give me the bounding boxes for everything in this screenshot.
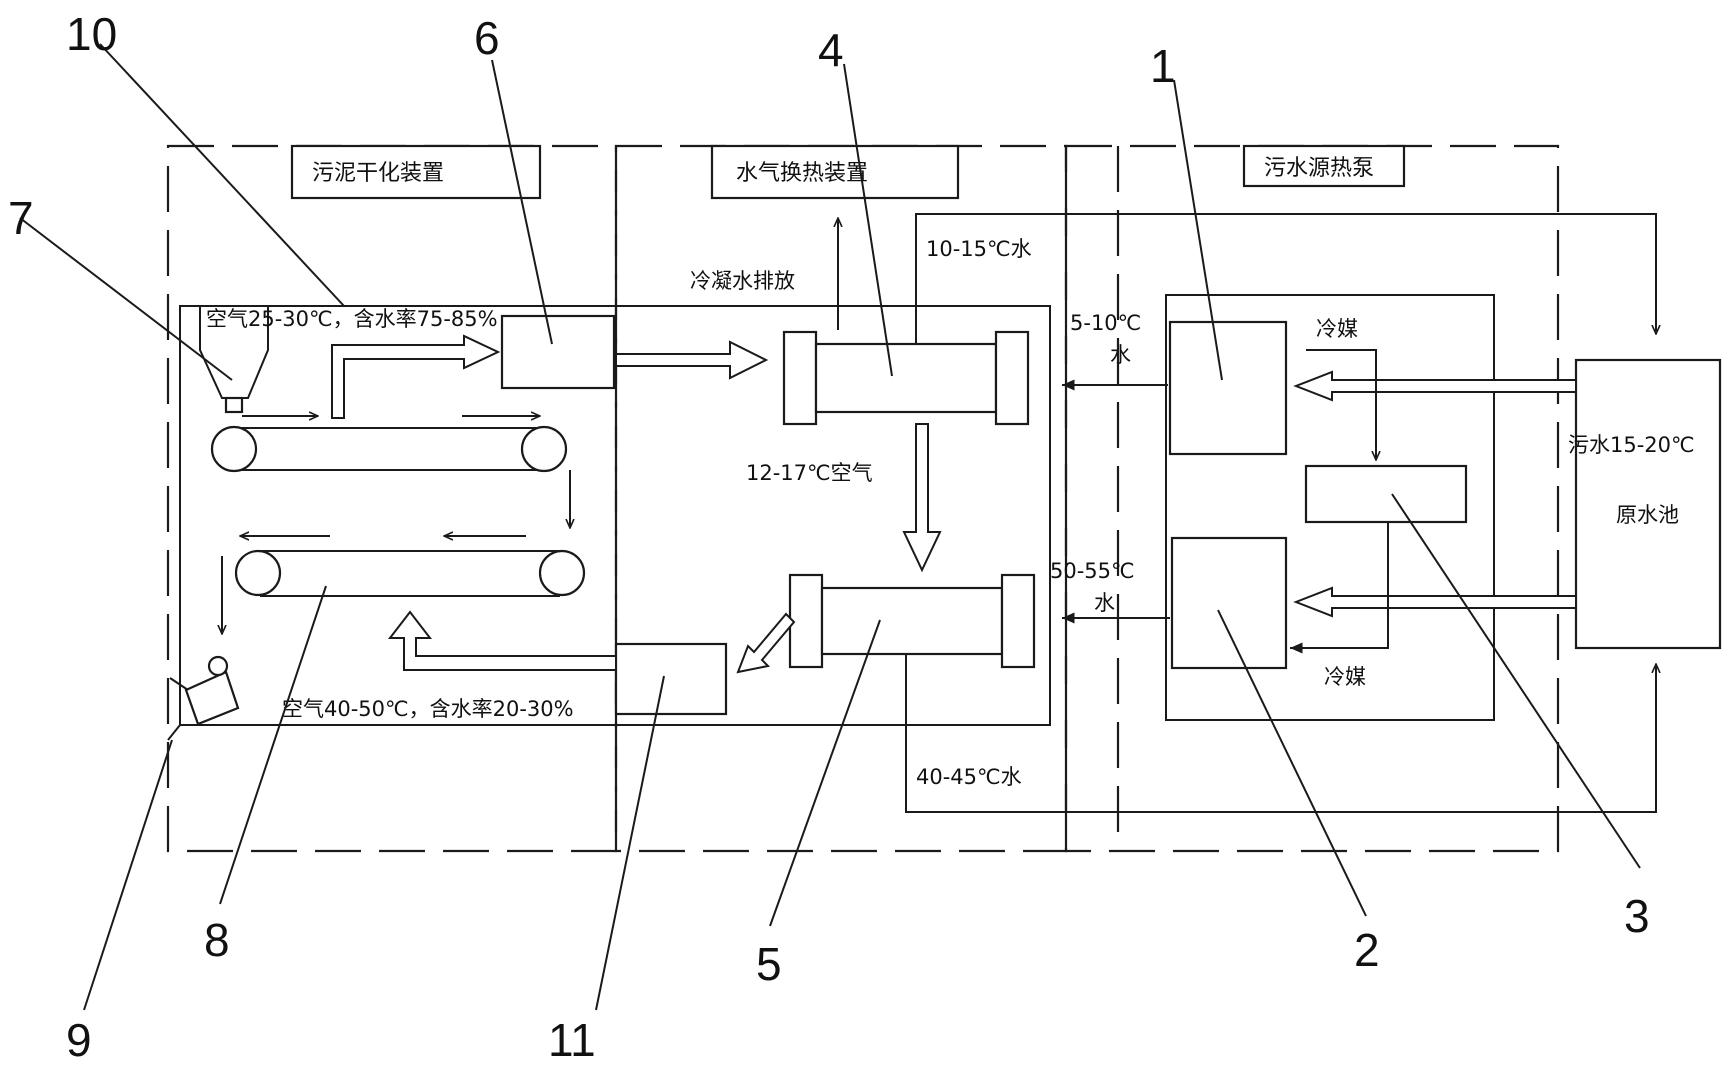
number-6: 6 — [474, 12, 500, 64]
water-40-45-label: 40-45℃水 — [916, 765, 1022, 789]
upper-conveyor — [210, 425, 568, 473]
heat-pump-section — [1064, 144, 1560, 853]
heat-pump-enclosure — [1165, 294, 1495, 721]
evaporator-1 — [1168, 320, 1288, 456]
water-5-10-label-2: 水 — [1110, 343, 1131, 367]
number-7: 7 — [8, 192, 34, 244]
compressor-3 — [1304, 464, 1468, 524]
component-numbers: 10 6 4 1 7 3 8 5 2 9 11 — [8, 8, 1650, 1066]
air-in-label: 空气25-30℃，含水率75-85% — [206, 307, 498, 331]
number-2: 2 — [1354, 924, 1380, 976]
material-flow-arrows — [222, 416, 570, 634]
condenser-2 — [1170, 536, 1288, 670]
flow-labels: 空气25-30℃，含水率75-85% 空气40-50℃，含水率20-30% 冷凝… — [206, 237, 1695, 789]
number-8: 8 — [204, 914, 230, 966]
lower-conveyor-8 — [234, 549, 586, 597]
raw-water-pool — [1574, 358, 1722, 650]
section-titles: 污泥干化装置 水气换热装置 污水源热泵 — [290, 144, 1406, 200]
refrigerant-top-label: 冷媒 — [1316, 317, 1358, 341]
sludge-drying-title: 污泥干化装置 — [312, 161, 444, 186]
number-9: 9 — [66, 1014, 92, 1066]
number-5: 5 — [756, 938, 782, 990]
component-11-box — [614, 642, 728, 716]
raw-pool-label: 原水池 — [1616, 503, 1679, 527]
water-lines — [838, 213, 1656, 813]
sludge-drying-section — [166, 144, 618, 853]
air-flow-arrows — [331, 334, 942, 674]
discharge-cart-9 — [169, 655, 240, 726]
exchanger-title: 水气换热装置 — [736, 161, 868, 186]
water-50-55-label-2: 水 — [1094, 591, 1115, 615]
refrigerant-bottom-label: 冷媒 — [1324, 665, 1366, 689]
heat-exchanger-4 — [782, 330, 1030, 426]
heat-pump-title: 污水源热泵 — [1264, 156, 1374, 181]
water-5-10-label: 5-10℃ — [1070, 311, 1141, 335]
water-50-55-label: 50-55℃ — [1050, 559, 1135, 583]
heat-exchanger-5 — [788, 573, 1036, 669]
number-3: 3 — [1624, 890, 1650, 942]
drying-enclosure — [167, 305, 1051, 741]
leader-lines — [19, 43, 1641, 1011]
number-1: 1 — [1150, 40, 1176, 92]
condensate-label: 冷凝水排放 — [690, 269, 795, 293]
water-10-15-label: 10-15℃水 — [926, 237, 1032, 261]
component-6-box — [500, 314, 616, 390]
air-out-label: 空气40-50℃，含水率20-30% — [282, 697, 574, 721]
number-11: 11 — [548, 1014, 596, 1066]
sewage-label: 污水15-20℃ — [1568, 433, 1695, 457]
hopper-7 — [199, 306, 269, 414]
number-10: 10 — [66, 8, 117, 60]
air-12-17-label: 12-17℃空气 — [746, 461, 873, 485]
number-4: 4 — [818, 24, 844, 76]
